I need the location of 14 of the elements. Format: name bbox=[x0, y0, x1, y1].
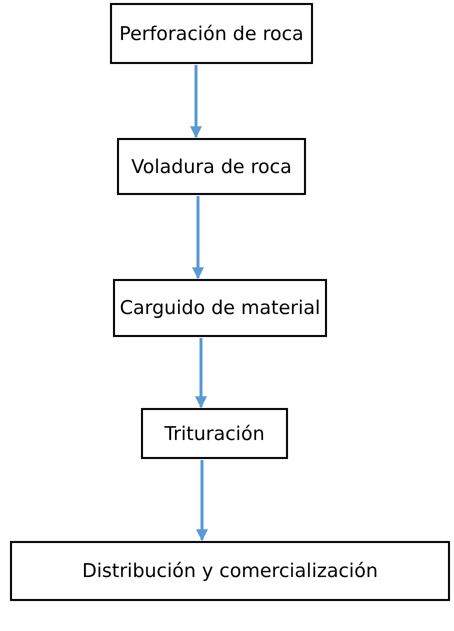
step-label: Voladura de roca bbox=[131, 156, 292, 178]
step-label: Distribución y comercialización bbox=[82, 560, 378, 582]
arrow bbox=[195, 338, 207, 408]
process-box bbox=[117, 138, 306, 195]
step-label: Perforación de roca bbox=[119, 22, 304, 44]
arrow bbox=[190, 65, 202, 138]
step-label: Trituración bbox=[164, 422, 265, 444]
arrow bbox=[196, 460, 208, 542]
process-box bbox=[110, 3, 313, 64]
process-box bbox=[141, 408, 288, 459]
step-label: Carguido de material bbox=[120, 297, 320, 319]
process-box bbox=[10, 541, 450, 601]
arrow bbox=[192, 196, 204, 280]
process-box bbox=[113, 279, 327, 337]
